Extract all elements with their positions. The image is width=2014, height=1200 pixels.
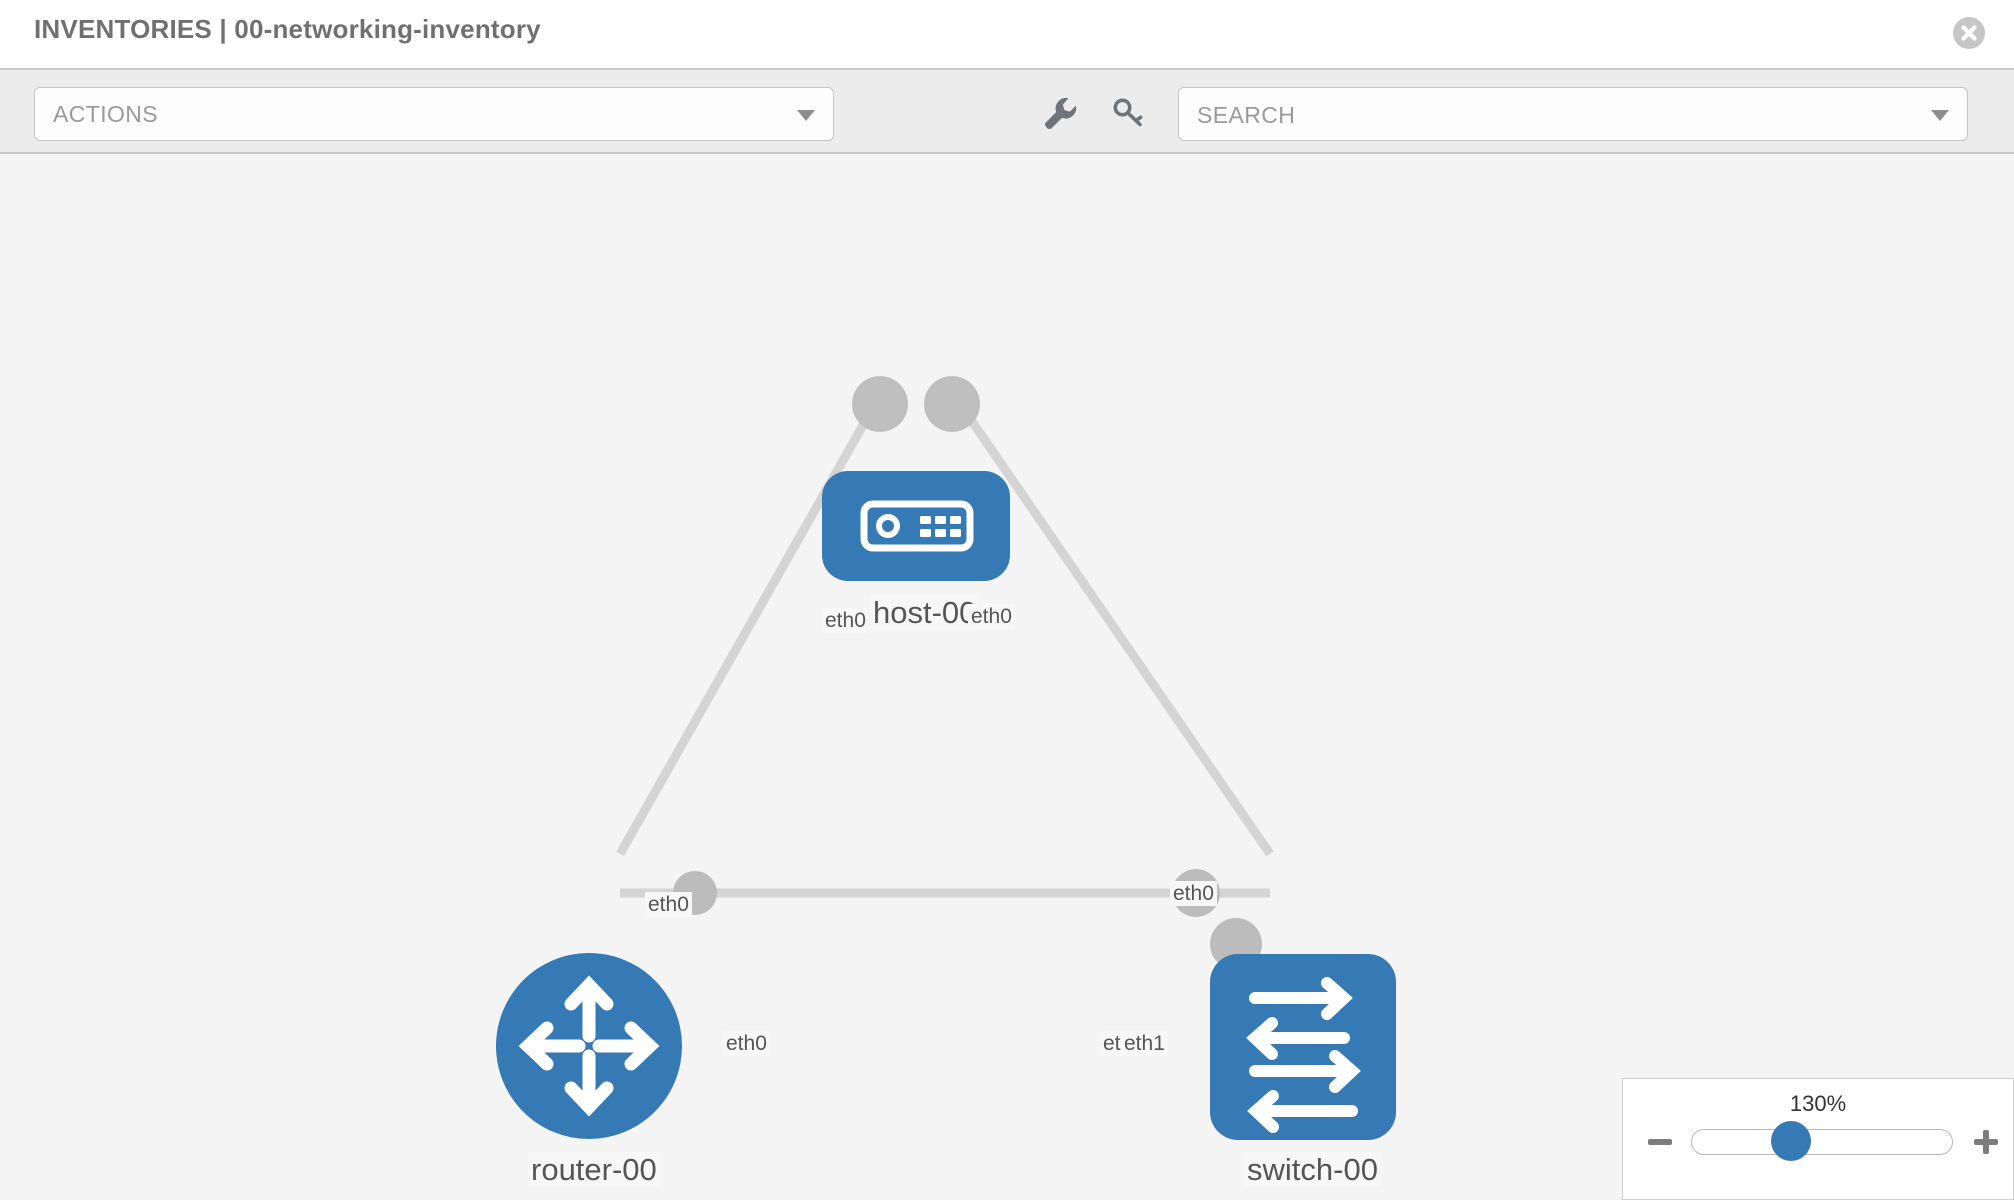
edge-label-host-switch-eth0: eth0	[968, 604, 1015, 629]
chevron-down-icon	[797, 110, 815, 121]
chevron-down-icon[interactable]	[1931, 110, 1949, 121]
zoom-slider-thumb[interactable]	[1771, 1121, 1811, 1161]
edge-label-switch-router-eth1: eth1	[1121, 1031, 1168, 1056]
topology-graph	[496, 376, 1396, 1140]
actions-dropdown[interactable]: ACTIONS	[34, 87, 834, 141]
link-host-switch	[956, 401, 1274, 857]
page-title: INVENTORIES | 00-networking-inventory	[34, 14, 541, 44]
edge-label-host-router-eth0: eth0	[822, 608, 869, 633]
plus-icon[interactable]	[1971, 1127, 2001, 1157]
connector-stub	[852, 376, 908, 432]
actions-dropdown-label: ACTIONS	[53, 101, 159, 127]
node-label-host-00[interactable]: host-00	[870, 595, 980, 630]
toolbar: ACTIONS	[0, 68, 2014, 154]
node-label-switch-00[interactable]: switch-00	[1244, 1152, 1381, 1187]
minus-icon[interactable]	[1645, 1127, 1675, 1157]
search-box[interactable]	[1178, 87, 1968, 142]
edge-label-router-switch-eth0: eth0	[723, 1031, 770, 1056]
page-header: INVENTORIES | 00-networking-inventory	[0, 0, 2014, 68]
zoom-control-panel: 130%	[1622, 1078, 2014, 1200]
node-host-00[interactable]	[822, 471, 1010, 581]
topology-canvas[interactable]: host-00 router-00 switch-00 eth0 eth0 et…	[0, 154, 2014, 1200]
wrench-icon[interactable]	[1038, 90, 1082, 134]
zoom-slider[interactable]	[1691, 1129, 1953, 1155]
close-circle-icon[interactable]	[1952, 16, 1986, 50]
node-label-router-00[interactable]: router-00	[528, 1152, 660, 1187]
connector-stub	[924, 376, 980, 432]
search-input[interactable]	[1195, 88, 1899, 142]
edge-label-router-host-eth0: eth0	[645, 892, 692, 917]
zoom-level-value: 130%	[1789, 1091, 1847, 1116]
node-router-00[interactable]	[496, 953, 682, 1139]
edge-label-switch-host-eth0: eth0	[1170, 881, 1217, 906]
key-icon[interactable]	[1106, 90, 1150, 134]
node-switch-00[interactable]	[1210, 954, 1396, 1140]
